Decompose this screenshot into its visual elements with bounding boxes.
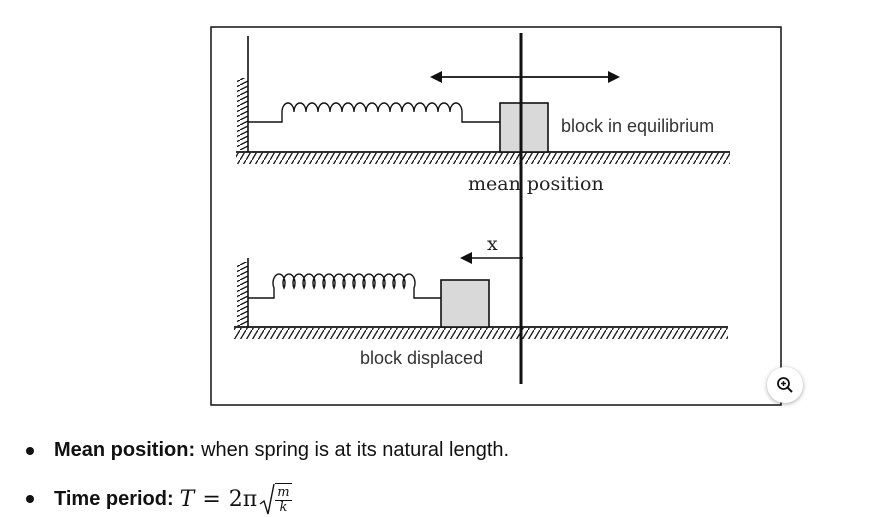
zoom-button[interactable] xyxy=(767,367,803,403)
bottom-floor-hatch xyxy=(234,328,728,339)
term-time-period: Time period: xyxy=(54,487,174,510)
bullet-mean-position: Mean position: when spring is at its nat… xyxy=(26,439,509,462)
top-spring xyxy=(248,102,500,123)
fraction-denominator: k xyxy=(279,500,288,515)
sqrt-fraction: m k xyxy=(275,483,292,515)
time-period-formula: T = 2π m k xyxy=(180,482,292,516)
bullet-dot xyxy=(26,495,34,503)
zoom-in-icon xyxy=(777,377,793,393)
fraction-numerator: m xyxy=(275,485,292,501)
figure-frame xyxy=(210,26,782,406)
top-floor-hatch xyxy=(236,153,730,164)
term-mean-position: Mean position: xyxy=(54,439,196,461)
top-block xyxy=(499,102,549,153)
formula-equals: = xyxy=(202,486,221,512)
label-mean-position: mean position xyxy=(468,173,604,195)
label-block-displaced: block displaced xyxy=(360,348,483,368)
label-block-equilibrium: block in equilibrium xyxy=(561,116,714,136)
spring-mass-diagram: block in equilibrium mean position x blo… xyxy=(210,26,782,406)
formula-T: T xyxy=(179,486,195,512)
bottom-wall-hatch xyxy=(237,262,248,326)
formula-two-pi: 2π xyxy=(228,486,258,512)
top-setup: block in equilibrium xyxy=(236,36,730,164)
label-x: x xyxy=(487,233,498,255)
top-wall-hatch xyxy=(237,78,248,150)
bullet-time-period: Time period: T = 2π m k xyxy=(26,482,292,516)
sqrt-symbol xyxy=(259,483,275,515)
bottom-block xyxy=(440,279,490,328)
bottom-setup: x block displaced xyxy=(234,233,728,368)
bottom-spring xyxy=(248,273,441,299)
text-mean-position: when spring is at its natural length. xyxy=(201,439,510,461)
bullet-dot xyxy=(26,446,34,455)
